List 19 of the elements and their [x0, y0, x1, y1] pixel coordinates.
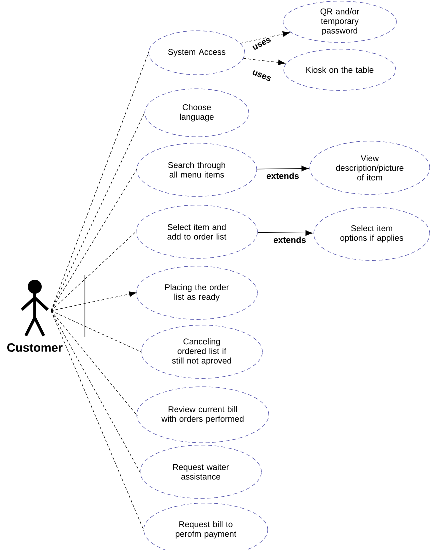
edge-label: uses [251, 69, 273, 83]
edge-label: extends [266, 172, 300, 180]
edge-label: uses [251, 36, 273, 52]
connector [243, 58, 286, 66]
actor-figure: Customer [8, 280, 63, 352]
connector [256, 166, 309, 172]
connector [51, 310, 143, 353]
node-label: Customer [7, 344, 63, 352]
connector [51, 112, 146, 312]
connector [51, 52, 150, 312]
connector [51, 292, 137, 312]
connector [51, 310, 138, 416]
connector [51, 310, 145, 532]
connector [51, 310, 141, 474]
connector [51, 168, 138, 312]
edge-label: extends [272, 236, 308, 244]
connector [240, 32, 290, 44]
connector [258, 230, 313, 236]
connector [51, 230, 138, 312]
